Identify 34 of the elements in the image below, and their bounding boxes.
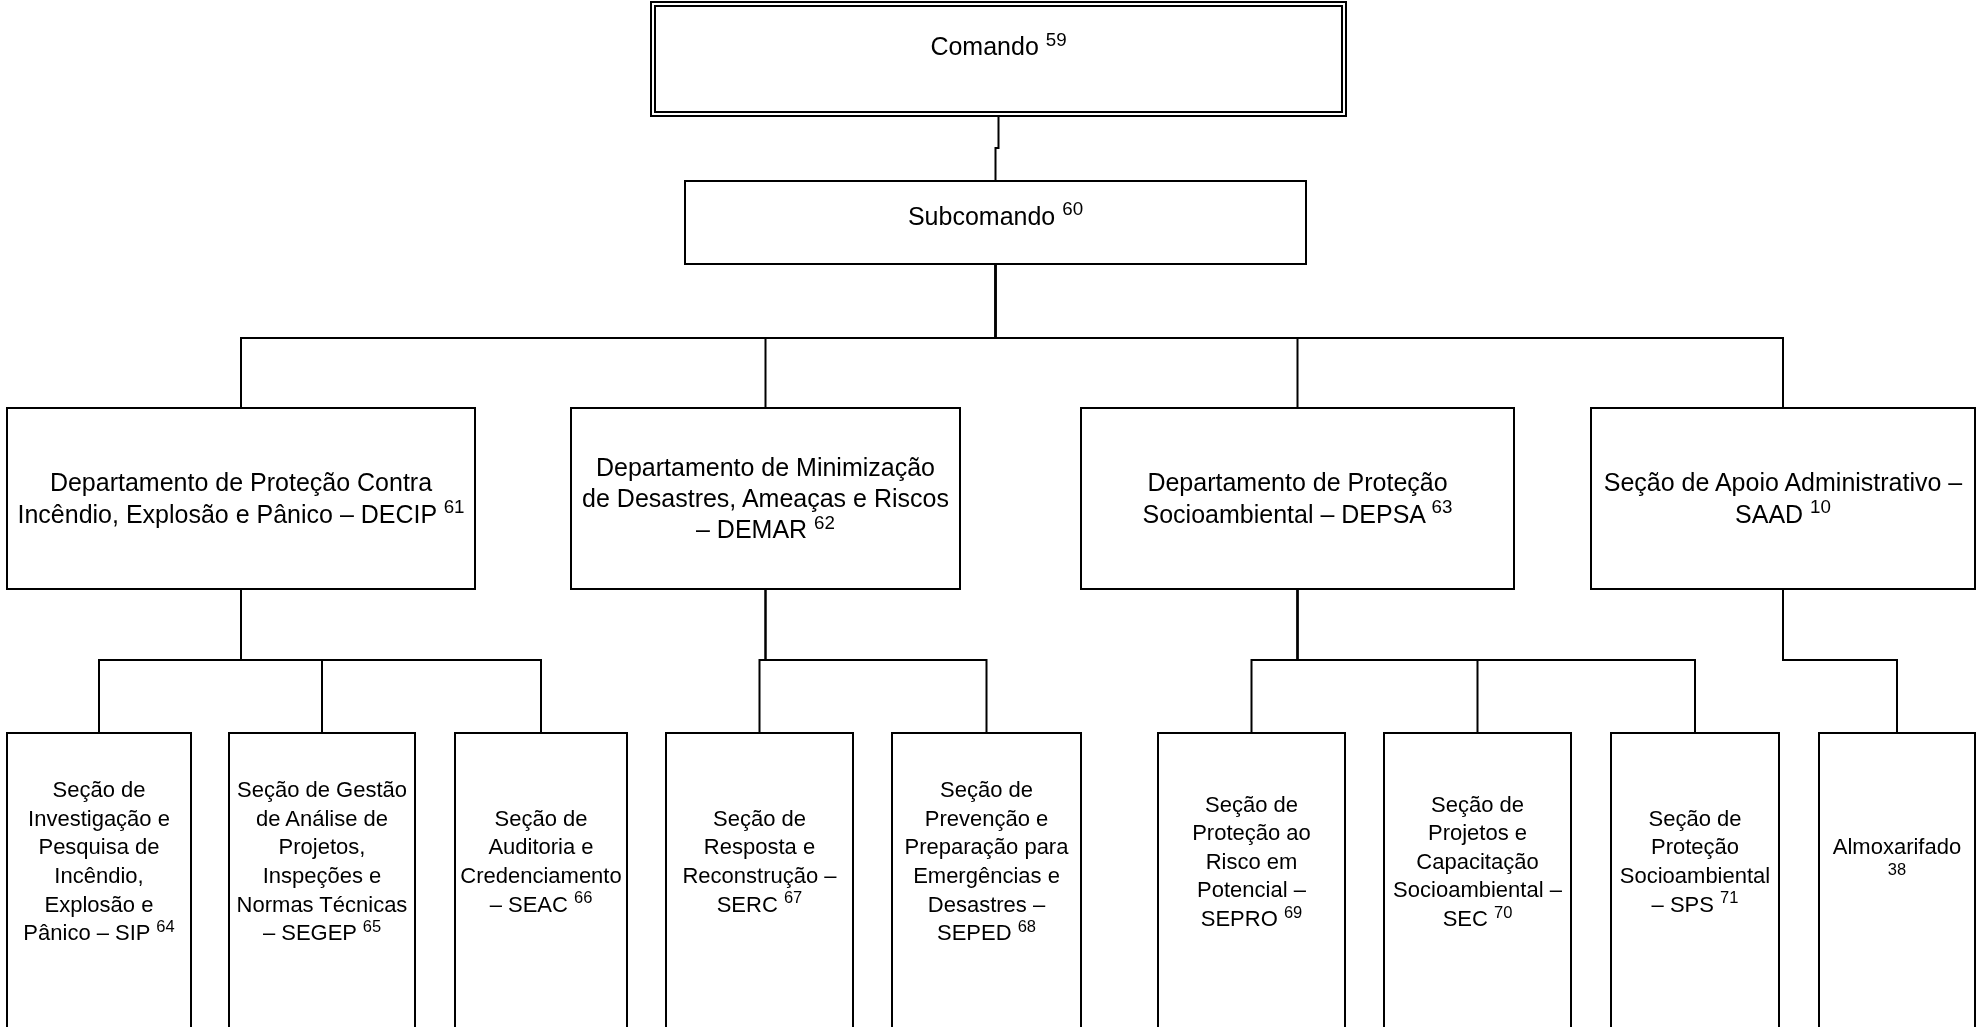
connector-line: [764, 589, 988, 733]
box-label: Departamento de Proteção Contra Incêndio, Explosão e Pânico – DECIP $^{61}$: [16, 467, 466, 530]
section-box: [1610, 732, 1780, 1027]
department-box: [6, 407, 476, 590]
section-box: [891, 732, 1082, 1027]
section-box: [1818, 732, 1976, 1027]
connector-line: [994, 116, 1000, 181]
box-label: Seção de Apoio Administrativo – SAAD $^{10}$: [1602, 467, 1964, 530]
box-label: Subcomando $^{60}$: [907, 197, 1084, 232]
box-label: Departamento de Proteção Socioambiental – DEPSA $^{63}$: [1141, 467, 1454, 530]
box-label: Comando $^{59}$: [930, 28, 1067, 63]
box-label: Seção de Projetos e Capacitação Socioambiental – SEC $^{70}$: [1392, 790, 1563, 933]
box-label: Seção de Auditoria e Credenciamento – SEAC $^{66}$: [460, 804, 622, 919]
subcommand-box: [684, 180, 1307, 265]
section-box: [228, 732, 416, 1027]
section-box: [1157, 732, 1346, 1027]
department-box: [1590, 407, 1976, 590]
box-label: Departamento de Minimização de Desastres, Ameaças e Riscos – DEMAR $^{62}$: [581, 451, 950, 546]
section-box: [6, 732, 192, 1027]
box-label: Seção de Proteção Socioambiental – SPS $^{71}$: [1618, 804, 1772, 919]
department-box: [1080, 407, 1515, 590]
command-box: [650, 1, 1347, 117]
box-label: Seção de Investigação e Pesquisa de Incêndio, Explosão e Pânico – SIP $^{64}$: [22, 776, 176, 948]
connector-line: [994, 264, 1784, 408]
box-label: Seção de Resposta e Reconstrução – SERC $^{67}$: [681, 804, 838, 919]
box-label: Seção de Prevenção e Preparação para Emergências e Desastres – SEPED $^{68}$: [903, 776, 1070, 948]
connector-line: [1782, 589, 1898, 733]
box-label: Seção de Gestão de Análise de Projetos, Inspeções e Normas Técnicas – SEGEP $^{65}$: [235, 776, 409, 948]
department-box: [570, 407, 961, 590]
section-box: [665, 732, 854, 1027]
box-label: Seção de Proteção ao Risco em Potencial – SEPRO $^{69}$: [1191, 790, 1312, 933]
section-box: [454, 732, 628, 1027]
connector-line: [1296, 589, 1696, 733]
section-box: [1383, 732, 1572, 1027]
